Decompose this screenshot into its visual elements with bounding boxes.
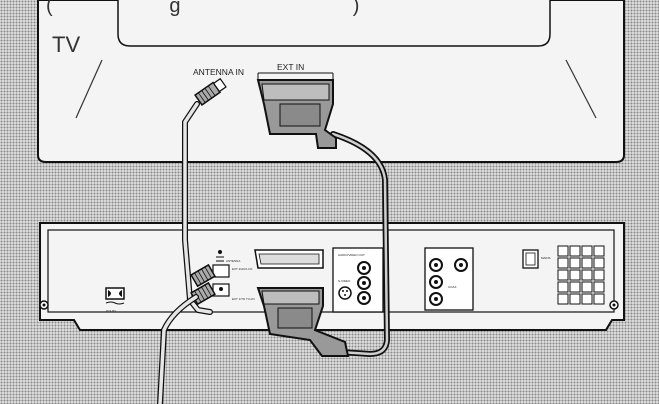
vent-slot xyxy=(593,293,605,305)
tv-stand-right xyxy=(565,59,597,119)
digital-audio-block: COAX xyxy=(424,247,474,311)
tv-antenna-plug xyxy=(194,77,227,106)
s-video-label: S-VIDEO xyxy=(338,279,351,283)
scart-cable xyxy=(330,131,390,357)
vent-slot xyxy=(569,293,581,305)
antenna-cable-tv xyxy=(182,77,227,315)
vent-slot xyxy=(557,257,569,269)
vent-slot xyxy=(581,269,593,281)
vent-slot xyxy=(581,281,593,293)
coax-label: COAX xyxy=(448,285,457,289)
antenna-in-label: ANTENNA IN xyxy=(193,67,244,77)
vent-slot xyxy=(557,245,569,257)
vent-slot xyxy=(557,269,569,281)
vent-slot xyxy=(569,245,581,257)
scart-ext1: EXT 1/TO TV-I/O xyxy=(232,297,255,301)
vent-slot xyxy=(569,257,581,269)
mains-label: MAINS xyxy=(541,256,551,260)
vent-slot xyxy=(593,269,605,281)
vent-slot xyxy=(581,245,593,257)
s-video-socket xyxy=(338,286,352,300)
recorder-scart-plug xyxy=(256,287,350,357)
tv-screen xyxy=(117,0,551,47)
av-output-block: AUDIO/VIDEO OUT S-VIDEO xyxy=(332,247,384,313)
antenna-cable-wall xyxy=(157,294,199,404)
tv-scart-plug xyxy=(256,79,337,149)
dolby-logo-text: DOLBY xyxy=(106,309,116,313)
mains-socket: MAINS xyxy=(522,249,551,269)
vent-slot xyxy=(569,281,581,293)
scart-ext1-label: EXT 1/TO TV-I/O xyxy=(232,297,255,301)
dolby-logo: DOLBY xyxy=(105,287,125,313)
vent-slot xyxy=(593,245,605,257)
vent-slot xyxy=(593,257,605,269)
vent-slot xyxy=(581,257,593,269)
ventilation-grid xyxy=(557,245,605,305)
ext-in-label: EXT IN xyxy=(277,62,304,72)
vent-slot xyxy=(557,281,569,293)
scart-ext2: EXT 2/AUX-I/O xyxy=(232,249,324,271)
vent-slot xyxy=(593,281,605,293)
tv-stand-left xyxy=(75,59,103,119)
recorder-unit: DOLBY ANTENNA EXT 2/AUX-I/O EXT 1/TO TV-… xyxy=(39,222,625,331)
vent-slot xyxy=(569,269,581,281)
vent-slot xyxy=(557,293,569,305)
antenna-section: ANTENNA xyxy=(212,250,240,297)
vent-slot xyxy=(581,293,593,305)
antenna-panel-label: ANTENNA xyxy=(226,259,240,263)
top-caption: ( g ) xyxy=(46,0,359,17)
scart-ext2-label: EXT 2/AUX-I/O xyxy=(232,267,253,271)
tv-label: TV xyxy=(52,32,80,57)
av-out-label: AUDIO/VIDEO OUT xyxy=(338,253,365,257)
